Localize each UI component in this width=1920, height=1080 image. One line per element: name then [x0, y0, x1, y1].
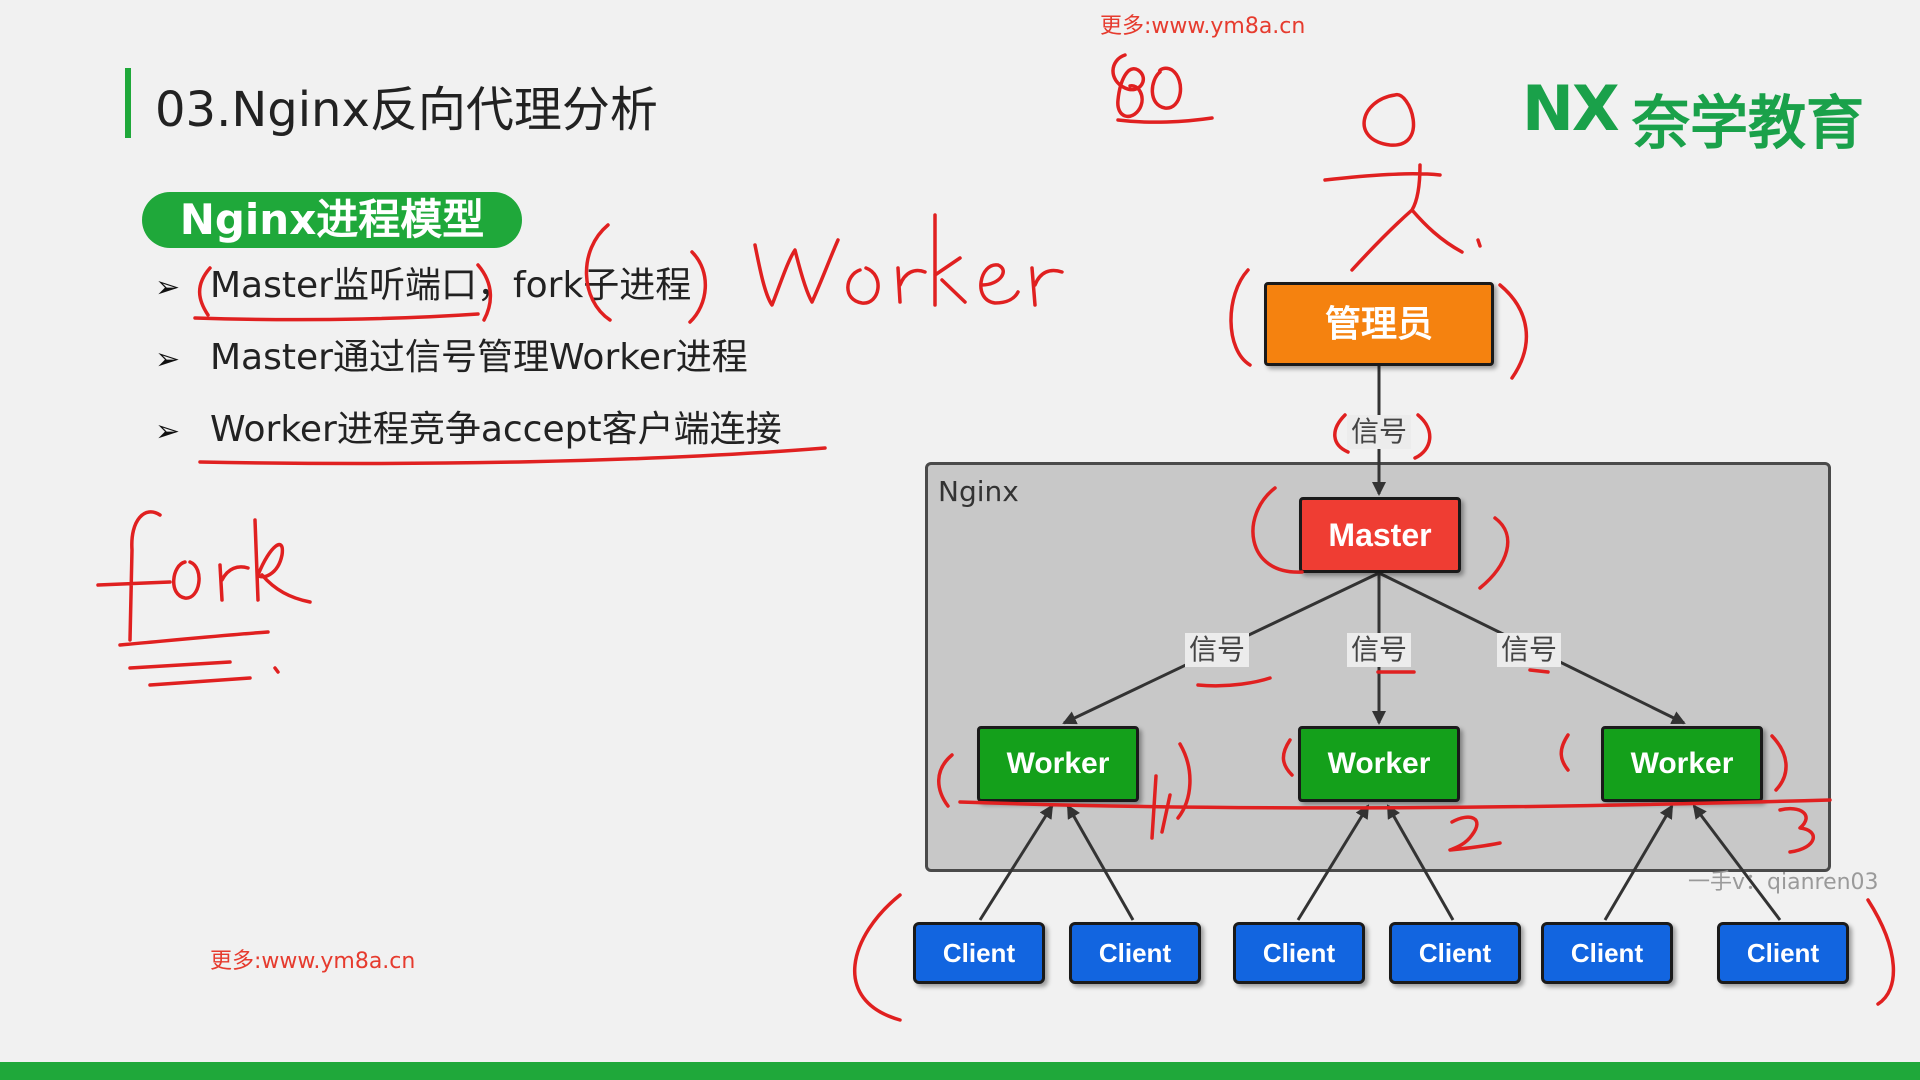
client6-to-worker3-arrow	[1692, 804, 1782, 921]
client-node: Client	[1541, 922, 1673, 984]
worker-node: Worker	[1298, 726, 1460, 802]
client5-to-worker3-arrow	[1603, 804, 1674, 921]
watermark-bottom: 更多:www.ym8a.cn	[210, 949, 416, 974]
ink-worker	[753, 213, 1064, 307]
edge-label-signal-admin: 信号	[1347, 415, 1412, 449]
bullet-arrow-icon: ➢	[155, 414, 181, 449]
ink-underline	[193, 312, 480, 322]
title-accent-bar	[125, 68, 131, 138]
bullet-text: Worker进程竞争accept客户端连接	[210, 409, 782, 450]
slide-title: 03.Nginx反向代理分析	[155, 82, 658, 138]
bullet-item: ➢ Master监听端口，fork子进程	[155, 258, 782, 330]
edge-label-signal-worker2: 信号	[1347, 633, 1412, 667]
brand-logo-mark: NX	[1522, 72, 1620, 145]
client-node: Client	[913, 922, 1045, 984]
worker-node: Worker	[977, 726, 1139, 802]
worker-node: Worker	[1601, 726, 1763, 802]
watermark-side: 一手v：qianren03	[1688, 870, 1879, 895]
ink-fork	[96, 510, 312, 642]
ink-bracket	[197, 223, 707, 324]
ink-bracket	[1333, 413, 1432, 460]
brand-name: 奈学教育	[1632, 89, 1865, 157]
edge-label-signal-worker1: 信号	[1185, 633, 1250, 667]
client-node: Client	[1233, 922, 1365, 984]
admin-node: 管理员	[1264, 282, 1494, 366]
client-node: Client	[1069, 922, 1201, 984]
nginx-container-label: Nginx	[938, 475, 1019, 508]
watermark-top: 更多:www.ym8a.cn	[1100, 14, 1306, 39]
client1-to-worker1-arrow	[978, 804, 1054, 921]
ink-underline	[1196, 668, 1550, 688]
client4-to-worker2-arrow	[1386, 804, 1455, 921]
ink-2	[1448, 815, 1502, 852]
bullet-text: Master监听端口，fork子进程	[210, 265, 692, 306]
bullet-list: ➢ Master监听端口，fork子进程 ➢ Master通过信号管理Worker进…	[155, 258, 782, 474]
ink-underline	[198, 446, 827, 466]
client2-to-worker1-arrow	[1066, 804, 1135, 921]
ink-underline	[118, 630, 280, 687]
ink-80	[1111, 53, 1214, 124]
ink-1	[1150, 774, 1172, 840]
ink-stick-figure	[1323, 93, 1482, 272]
bullet-arrow-icon: ➢	[155, 342, 181, 377]
ink-underline	[958, 798, 1832, 810]
client-node: Client	[1717, 922, 1849, 984]
ink-bracket	[1251, 486, 1510, 590]
bullet-item: ➢ Worker进程竞争accept客户端连接	[155, 402, 782, 474]
client-node: Client	[1389, 922, 1521, 984]
ink-bracket	[937, 733, 1788, 820]
bullet-text: Master通过信号管理Worker进程	[210, 337, 748, 378]
ink-bracket	[1229, 268, 1529, 380]
client3-to-worker2-arrow	[1296, 804, 1370, 921]
master-node: Master	[1299, 497, 1461, 573]
section-heading: Nginx进程模型	[142, 192, 522, 248]
bullet-item: ➢ Master通过信号管理Worker进程	[155, 330, 782, 402]
footer-accent-bar	[0, 1062, 1920, 1080]
ink-3	[1778, 807, 1815, 854]
bullet-arrow-icon: ➢	[155, 270, 181, 305]
edge-label-signal-worker3: 信号	[1497, 633, 1562, 667]
ink-bracket	[852, 893, 1896, 1022]
